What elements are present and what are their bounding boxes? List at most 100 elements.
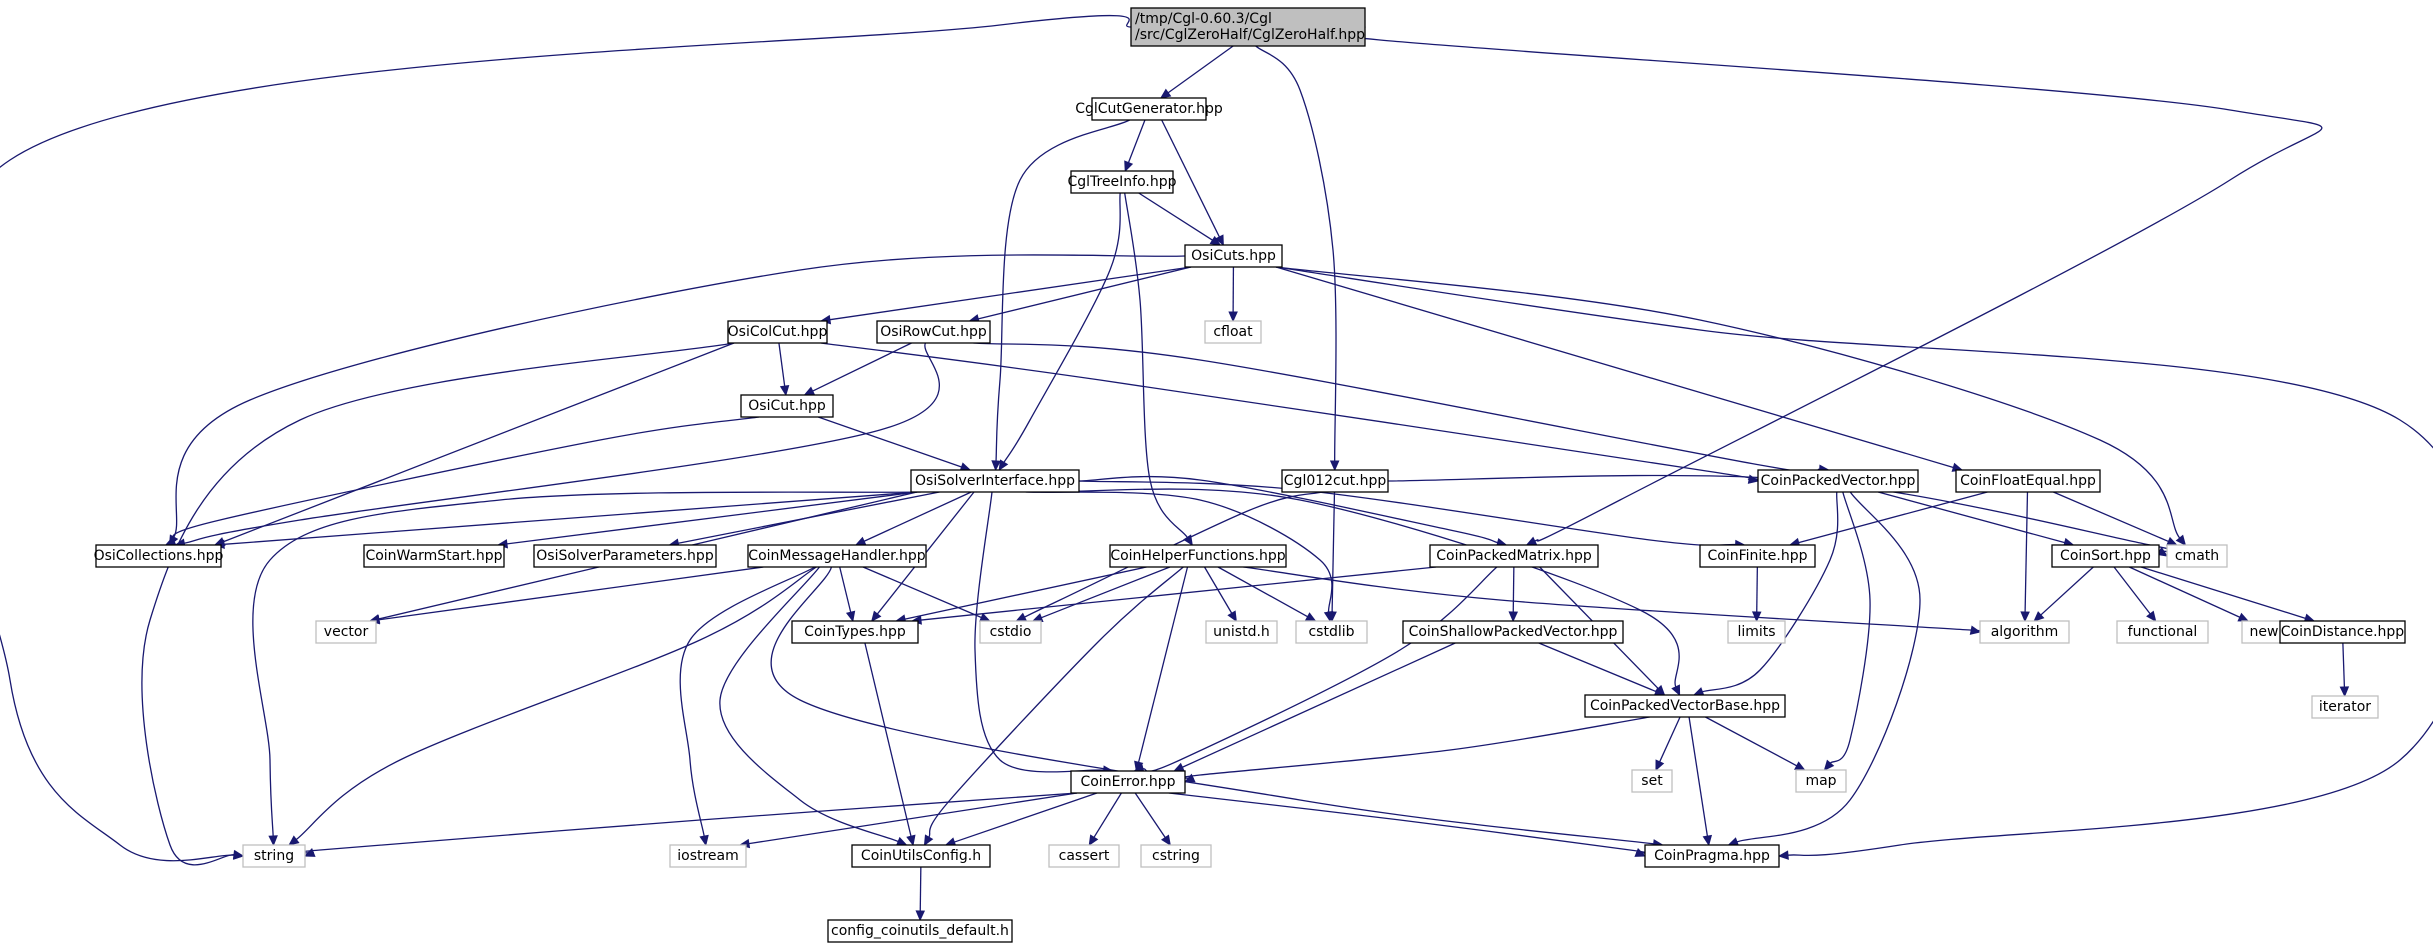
edge-line	[1041, 566, 1171, 619]
arrowhead	[845, 610, 856, 623]
node-label: OsiColCut.hpp	[728, 324, 828, 340]
node-root[interactable]: /tmp/Cgl-0.60.3/Cgl/src/CglZeroHalf/CglZ…	[1130, 7, 1366, 47]
node-label: string	[254, 848, 294, 864]
node-coin-warm-start[interactable]: CoinWarmStart.hpp	[363, 544, 505, 568]
node-coin-message-handler[interactable]: CoinMessageHandler.hpp	[747, 544, 927, 568]
node-label: CoinSort.hpp	[2060, 548, 2151, 564]
arrowhead	[2033, 611, 2045, 622]
node-label: CglCutGenerator.hpp	[1075, 101, 1223, 117]
node-label: /src/CglZeroHalf/CglZeroHalf.hpp	[1135, 27, 1365, 43]
node-box	[95, 544, 222, 568]
edge-coin-sort-to-functional	[2113, 566, 2157, 622]
node-coin-finite[interactable]: CoinFinite.hpp	[1699, 544, 1816, 568]
edge-line	[1178, 716, 1650, 779]
node-coin-packed-matrix[interactable]: CoinPackedMatrix.hpp	[1429, 544, 1599, 568]
node-box	[2311, 695, 2379, 719]
edge-line	[1161, 119, 1220, 238]
node-label: vector	[324, 624, 369, 640]
arrowhead	[1214, 234, 1224, 247]
node-box	[1644, 844, 1780, 868]
node-osi-solver-parameters[interactable]: OsiSolverParameters.hpp	[533, 544, 717, 568]
arrowhead	[1671, 684, 1681, 697]
node-cgl-tree-info[interactable]: CglTreeInfo.hpp	[1067, 170, 1177, 194]
node-box	[1295, 620, 1368, 644]
node-cgl-cut-generator[interactable]: CglCutGenerator.hpp	[1075, 97, 1223, 121]
node-coin-error[interactable]: CoinError.hpp	[1070, 770, 1186, 794]
node-coin-pragma[interactable]: CoinPragma.hpp	[1644, 844, 1780, 868]
edge-line	[1705, 716, 1798, 767]
node-algorithm: algorithm	[1979, 620, 2070, 644]
node-osi-collections[interactable]: OsiCollections.hpp	[94, 544, 224, 568]
arrowhead	[1088, 834, 1099, 847]
edge-coin-packed-vector-base-to-coin-pragma	[1688, 716, 1713, 847]
node-coin-shallow-packed-vector[interactable]: CoinShallowPackedVector.hpp	[1402, 620, 1624, 644]
edge-line	[1798, 491, 1988, 544]
arrowhead	[1124, 160, 1134, 173]
arrowhead	[1329, 460, 1340, 472]
node-cstdlib: cstdlib	[1295, 620, 1368, 644]
node-coin-packed-vector-base[interactable]: CoinPackedVectorBase.hpp	[1584, 694, 1786, 718]
node-label: CoinError.hpp	[1080, 774, 1175, 790]
edge-line	[2040, 566, 2094, 616]
node-osi-cuts[interactable]: OsiCuts.hpp	[1184, 244, 1283, 268]
node-box	[242, 844, 306, 868]
node-box	[1140, 844, 1212, 868]
node-box	[1205, 620, 1278, 644]
node-label: CoinHelperFunctions.hpp	[1110, 548, 1285, 564]
arrowhead	[915, 910, 926, 922]
file-nodes: /tmp/Cgl-0.60.3/Cgl/src/CglZeroHalf/CglZ…	[94, 7, 2406, 943]
node-box	[1584, 694, 1786, 718]
node-osi-col-cut[interactable]: OsiColCut.hpp	[727, 320, 828, 344]
edge-cgl012cut-to-cstdlib	[1327, 491, 1337, 623]
edge-line	[1331, 491, 1336, 613]
edge-root-to-cgl-cut-generator	[1159, 45, 1234, 99]
node-coin-float-equal[interactable]: CoinFloatEqual.hpp	[1955, 469, 2101, 493]
node-coin-distance[interactable]: CoinDistance.hpp	[2279, 620, 2406, 644]
edge-line	[2129, 566, 2241, 618]
node-box	[533, 544, 717, 568]
arrowhead	[998, 459, 1009, 472]
arrowhead	[2339, 686, 2350, 698]
node-box	[851, 844, 991, 868]
node-coin-utils-config[interactable]: CoinUtilsConfig.h	[851, 844, 991, 868]
node-coin-packed-vector[interactable]: CoinPackedVector.hpp	[1757, 469, 1919, 493]
arrowhead	[2175, 534, 2187, 546]
edge-line	[1255, 45, 1337, 462]
node-box	[827, 919, 1013, 943]
arrowhead	[1183, 773, 1196, 783]
arrowhead	[1015, 612, 1028, 622]
arrowhead	[923, 834, 934, 847]
node-box	[2116, 620, 2209, 644]
edge-coin-shallow-packed-vector-to-coin-packed-vector-base	[1538, 642, 1666, 696]
edge-line	[1512, 566, 1515, 613]
node-box	[1130, 7, 1366, 47]
edge-coin-packed-vector-base-to-set	[1655, 716, 1681, 772]
edge-coin-helper-functions-to-unistd	[1203, 566, 1237, 623]
node-coin-helper-functions[interactable]: CoinHelperFunctions.hpp	[1109, 544, 1287, 568]
node-label: /tmp/Cgl-0.60.3/Cgl	[1135, 11, 1272, 27]
node-osi-solver-interface[interactable]: OsiSolverInterface.hpp	[910, 469, 1080, 493]
node-box	[1109, 544, 1287, 568]
edge-line	[862, 566, 982, 619]
arrowhead	[699, 834, 709, 847]
node-osi-row-cut[interactable]: OsiRowCut.hpp	[876, 320, 991, 344]
node-label: cfloat	[1213, 324, 1253, 340]
node-coin-sort[interactable]: CoinSort.hpp	[2051, 544, 2160, 568]
edge-line	[2053, 491, 2169, 543]
node-iterator: iterator	[2311, 695, 2379, 719]
arrowhead	[2146, 610, 2157, 622]
node-config-coinutils-default[interactable]: config_coinutils_default.h	[827, 919, 1013, 943]
node-label: functional	[2128, 624, 2198, 640]
edge-coin-message-handler-to-iostream	[679, 566, 816, 847]
node-osi-cut[interactable]: OsiCut.hpp	[740, 394, 834, 418]
node-box	[315, 620, 377, 644]
node-label: OsiCut.hpp	[748, 398, 826, 414]
node-label: CoinUtilsConfig.h	[861, 848, 981, 864]
node-coin-types[interactable]: CoinTypes.hpp	[791, 620, 919, 644]
arrowhead	[2237, 612, 2250, 622]
edge-line	[1275, 266, 2433, 857]
edge-line	[719, 566, 899, 843]
edge-coin-helper-functions-to-coin-utils-config	[923, 566, 1184, 847]
node-cgl012cut[interactable]: Cgl012cut.hpp	[1281, 469, 1389, 493]
edge-osi-row-cut-to-osi-cut	[803, 342, 912, 396]
